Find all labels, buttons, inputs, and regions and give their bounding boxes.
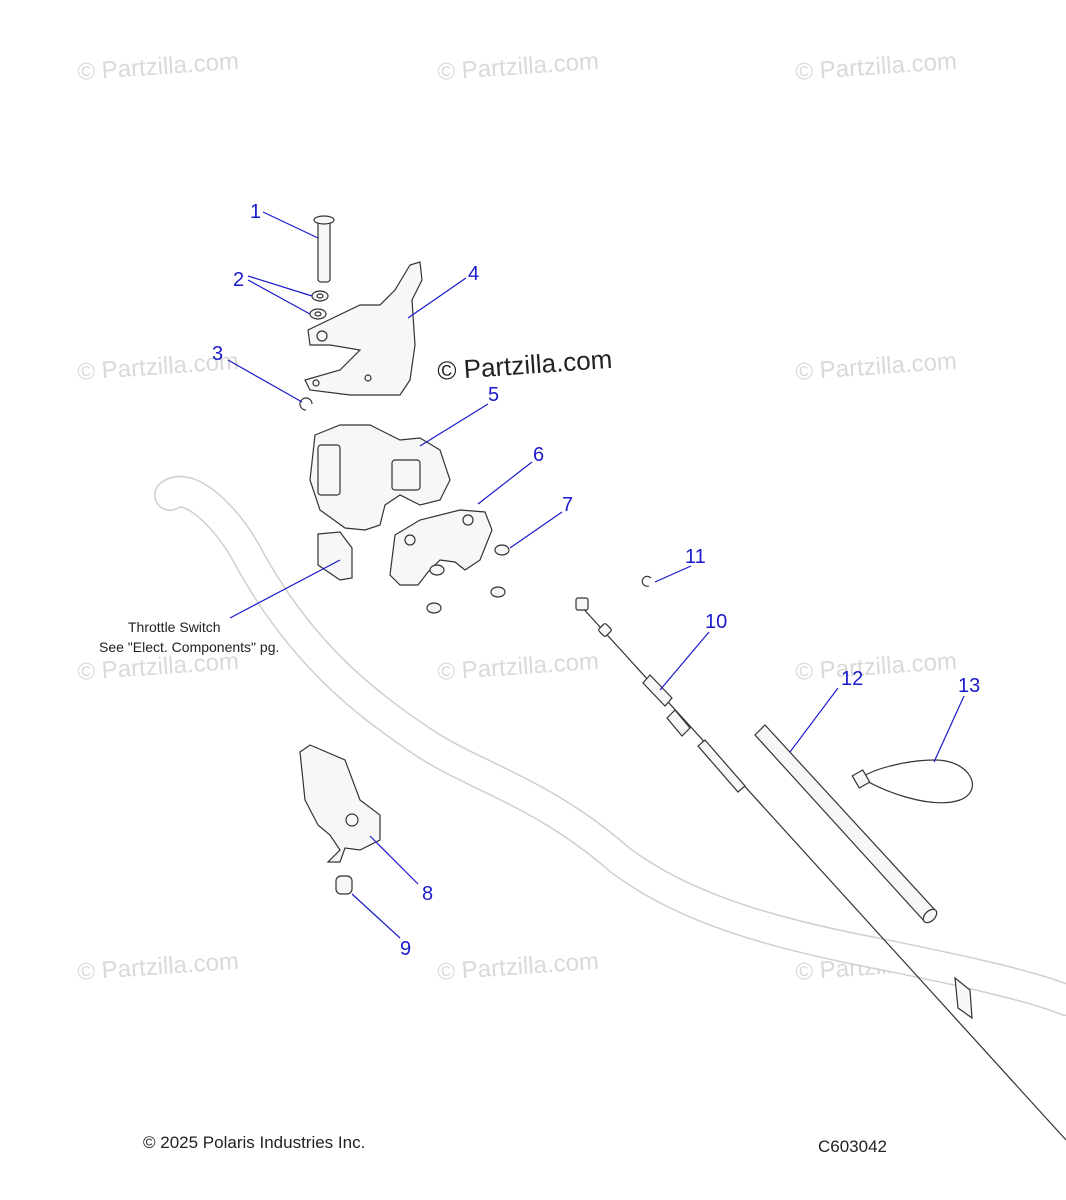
callout-11[interactable]: 11 — [685, 546, 706, 568]
housing-cover-part[interactable] — [389, 509, 493, 586]
watermark: © Partzilla.com — [437, 948, 600, 986]
throttle-switch-part[interactable] — [317, 531, 353, 581]
callout-2[interactable]: 2 — [233, 269, 244, 291]
bolt-part[interactable] — [313, 215, 335, 283]
callout-13[interactable]: 13 — [958, 675, 980, 697]
watermark: © Partzilla.com — [77, 48, 240, 86]
note-line-1: Throttle Switch — [128, 619, 221, 635]
screw-parts[interactable] — [426, 544, 510, 614]
callout-10[interactable]: 10 — [705, 611, 727, 633]
throttle-switch-note: Throttle Switch See "Elect. Components" … — [99, 619, 279, 655]
callout-labels: 1 2 3 4 5 6 7 8 9 10 11 12 13 — [212, 201, 980, 960]
watermark: © Partzilla.com — [437, 48, 600, 86]
callout-12[interactable]: 12 — [841, 668, 863, 690]
lower-clamp-part[interactable] — [299, 744, 381, 863]
watermark-center: © Partzilla.com — [436, 344, 613, 386]
watermark-layer: © Partzilla.com © Partzilla.com © Partzi… — [77, 48, 958, 986]
callout-4[interactable]: 4 — [468, 263, 479, 285]
handlebar — [154, 475, 1066, 1016]
mounting-bracket-part[interactable] — [304, 261, 423, 396]
cable-clip-part[interactable] — [641, 575, 652, 587]
tube-part[interactable] — [754, 724, 939, 925]
cable-tie-part[interactable] — [851, 759, 973, 804]
diagram-code: C603042 — [818, 1137, 887, 1156]
watermark: © Partzilla.com — [795, 48, 958, 86]
note-line-2: See "Elect. Components" pg. — [99, 639, 279, 655]
e-clip-part[interactable] — [299, 397, 313, 411]
throttle-housing-part[interactable] — [309, 424, 451, 531]
callout-5[interactable]: 5 — [488, 384, 499, 406]
leader-lines — [227, 211, 965, 939]
cap-part[interactable] — [335, 875, 353, 895]
watermark: © Partzilla.com — [437, 648, 600, 686]
callout-8[interactable]: 8 — [422, 883, 433, 905]
washer-parts[interactable] — [309, 290, 329, 320]
watermark: © Partzilla.com — [795, 348, 958, 386]
copyright-text: © 2025 Polaris Industries Inc. — [143, 1133, 365, 1152]
callout-9[interactable]: 9 — [400, 938, 411, 960]
footer: © 2025 Polaris Industries Inc. C603042 — [143, 1133, 887, 1156]
watermark: © Partzilla.com — [77, 948, 240, 986]
callout-3[interactable]: 3 — [212, 343, 223, 365]
watermark: © Partzilla.com — [795, 648, 958, 686]
throttle-cable-part[interactable] — [575, 597, 1066, 1141]
callout-1[interactable]: 1 — [250, 201, 261, 223]
callout-6[interactable]: 6 — [533, 444, 544, 466]
callout-7[interactable]: 7 — [562, 494, 573, 516]
